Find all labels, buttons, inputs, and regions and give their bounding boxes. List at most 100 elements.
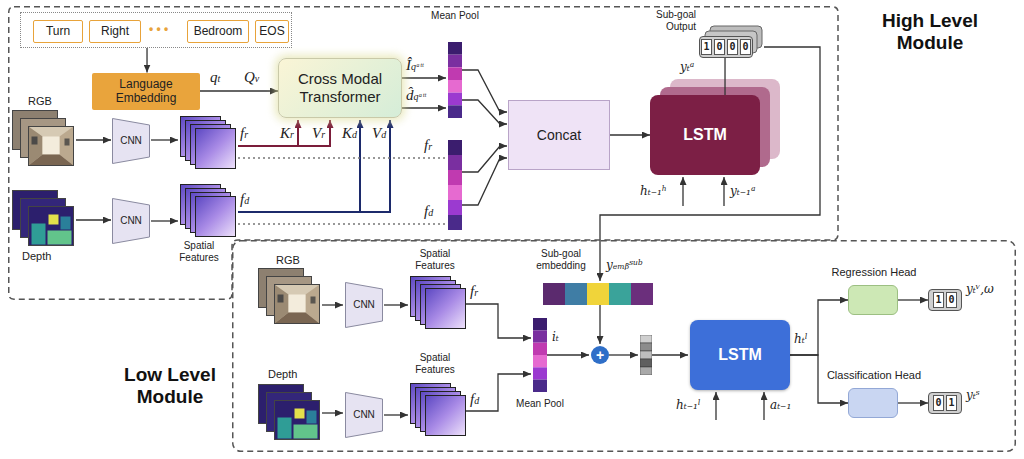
subgoal-embedding-bar [631,283,653,305]
rgb-key-value-wire [297,120,299,146]
cnn-encoder: CNN [345,282,383,328]
pooled-vector [448,42,652,392]
flow-arrow [600,47,820,281]
node-label: Bedroom [194,24,243,38]
flow-arrow [384,304,408,305]
flow-arrow [609,354,638,355]
heading-text: Low Level Module [116,364,224,408]
annotation-label: fr [240,124,248,142]
flow-arrow [462,146,507,172]
annotation-label: yₜ₋₁ᵃ [730,184,755,198]
dashed-outline [9,7,838,300]
text-stack: CNN [120,135,142,147]
lstm-box: LSTM [650,95,760,175]
digit-cell: 0 [933,395,944,411]
rgb-key-value-wire [238,120,330,146]
word-token: EOS [255,20,289,43]
feature-map-stack [181,185,236,237]
embedding-box: Language Embedding [92,73,200,110]
node-label: LSTM [718,345,762,364]
skip-connection [238,223,446,224]
output-vector: 01 [928,392,962,414]
cnn-encoder: CNN [112,118,150,164]
classification-head: Classification Head [848,388,898,418]
flow-arrow [462,158,507,205]
text-stack: 10 [933,292,957,308]
annotation-label: RGB [28,95,52,108]
flow-arrow [462,100,507,124]
output-vector: 1000Sub-goal Output [699,36,753,58]
digit-cell: 0 [714,39,725,55]
token-sequence: • • • Turn Right Bedroom EOS [20,12,292,48]
skip-connection [238,157,446,158]
text-stack: EOS [259,24,284,38]
module-region: Low Level ModuleCNNCNN+LSTMRegression He… [112,240,1016,452]
text-stack: Language Embedding [100,77,192,106]
cnn-encoder: CNN [112,198,150,244]
heading-text: Regression Head [832,266,917,279]
depth-image-stack [259,385,320,440]
digit-cell: 1 [701,39,712,55]
text-stack: Concat [537,127,581,144]
node-label: LSTM [683,125,727,144]
annotation-label: iₜ [552,330,559,344]
node-label: CNN [353,299,375,311]
dashed-outline [233,241,1016,452]
flow-arrow [715,392,716,420]
annotation-label: fd [470,390,479,408]
trapezoid-outline [346,283,383,328]
subgoal-embedding-bar [543,283,653,305]
connector-arrow [146,48,147,73]
text-stack: Right [101,24,129,38]
digit-cell: 1 [933,292,944,308]
annotation-label: fd [424,202,433,220]
node-label: Cross Modal Transformer [288,70,392,106]
sum-node: + [591,346,609,364]
flow-arrow [322,412,343,413]
annotation-label: Depth [268,368,297,381]
subgoal-embedding-bar [609,283,631,305]
digit-cell: 1 [946,395,957,411]
depth-image-stack [13,191,74,246]
heading-text: • • • [149,22,168,36]
node-label: CNN [120,135,142,147]
depth-image-stack [13,191,320,440]
pooled-vector [640,335,652,375]
connector-arrow [724,58,725,95]
digit-cell: 0 [946,292,957,308]
annotation-label: Kr [280,124,294,142]
feature-map-stack [181,117,236,169]
flow-arrow [652,354,688,355]
text-stack: Turn [46,24,70,38]
annotation-label: d̂qᵃᵗᵗ [406,86,426,104]
text-stack: Bedroom [194,24,243,38]
heading-text: Classification Head [827,369,921,382]
subgoal-embedding-bar [565,283,587,305]
digit-cell: 0 [740,39,751,55]
annotation-label: fr [470,282,478,300]
feature-map-stack [411,384,466,436]
annotation-label: aₜ₋₁ [770,398,791,412]
feature-map-stack [181,117,466,436]
flow-arrow [547,354,589,355]
flow-arrow [76,47,820,420]
rgb-image-stack [13,111,74,166]
annotation-label: RGB [276,254,300,267]
output-vector: 10 [928,289,962,311]
annotation-label: Vd [372,124,386,142]
connector-arrow [790,300,848,355]
text-stack: Cross Modal Transformer [288,70,392,106]
skip-connection [238,158,446,224]
node-label: Concat [537,127,581,144]
text-stack: LSTM [718,345,762,364]
annotation-label: fr [424,136,432,154]
node-label: Language Embedding [100,77,192,106]
connector-arrow [200,90,278,91]
pooled-vector [448,42,462,118]
subgoal-embedding-bar [543,283,565,305]
pooled-vector [448,140,462,230]
text-stack: CNN [353,299,375,311]
connector-arrow [898,299,928,300]
flow-arrow [402,107,446,108]
